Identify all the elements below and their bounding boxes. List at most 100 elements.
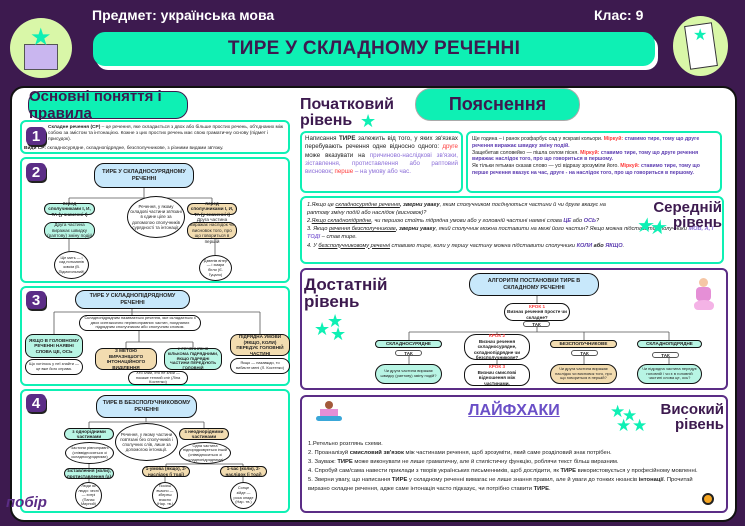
star-icon: ★	[616, 416, 632, 435]
section-number: 1	[26, 127, 46, 145]
coordinate-title: ТИРЕ У СКЛАДНОСУРЯДНОМУ РЕЧЕННІ	[94, 163, 194, 188]
complex-sentence-definition: Складне речення (СР) – це речення, яке с…	[48, 125, 288, 144]
t: ТИРЕ	[560, 467, 576, 474]
coordinate-left-example: Ще мить — і сад потьмянів зовсім (В. Під…	[54, 251, 89, 279]
t: 3. Зауваж:	[308, 458, 338, 465]
t: ?	[596, 218, 600, 225]
step-label: КРОК 2	[488, 333, 505, 339]
star-icon: ★	[314, 319, 331, 339]
t: .	[622, 242, 625, 249]
star-icon: ★	[632, 416, 648, 435]
subordinate-definition: Складнопідрядним називається речення, як…	[79, 315, 201, 331]
term: Складне речення (СР)	[48, 125, 101, 130]
t: Ще година – і ранок розфарбує сад у яскр…	[472, 136, 604, 142]
t: , який сполучник можна поставити на межі…	[435, 226, 689, 233]
t: Якщо складнопідрядне	[311, 218, 372, 225]
asyndetic-homogeneous-label: з однорідними частинами	[64, 428, 114, 440]
t: Як тільки гетьман сказав слово — усі від…	[472, 163, 621, 169]
t: Міркуй:	[580, 149, 600, 156]
tip-1: 1.Якщо це складносурядне речення, зверни…	[307, 201, 627, 217]
step-1: Визнач речення просте чи складне?	[507, 309, 568, 320]
t: або	[592, 242, 606, 249]
section-4: 4 ТИРЕ В БЕЗСПОЛУЧНИКОВОМУ РЕЧЕННІ з одн…	[20, 389, 290, 513]
example: Защебетав соловейко — пішла селом пісня.…	[472, 150, 716, 164]
asyndetic-example-3: Сонце зійде — роса опаде (Нар. тв.)	[230, 482, 257, 509]
t: ЯКЩО	[605, 242, 623, 249]
star-icon: ★	[610, 402, 626, 421]
step-3: Визнач смислові відношення між частинами…	[477, 369, 517, 386]
asyndetic-condition: 1-умова (якщо), 2-наслідок (і тоді)	[142, 466, 190, 477]
coordinate-right-example: Дзвенів вітер — і хмари бігли (Є. Гуцало…	[199, 255, 232, 281]
connector-lines	[88, 418, 244, 482]
complex-sentence-kinds: Види СР: складносурядне, складнопідрядне…	[24, 146, 288, 151]
star-icon: ★	[330, 324, 347, 344]
asyndetic-branch: БЕЗСПОЛУЧНИКОВЕ	[550, 340, 617, 348]
t: Написання	[305, 135, 339, 142]
asyndetic-example-1: Люди як люди: чесні — хитрі (Панас Мирни…	[75, 482, 102, 509]
coordinate-branch: СКЛАДНОСУРЯДНЕ	[375, 340, 442, 348]
yes-label: ТАК	[395, 350, 422, 356]
lifehacks-title: ЛАЙФХАКИ	[468, 402, 560, 419]
t: 4. У	[307, 242, 319, 249]
t: 4. Спробуй сам/сама навести приклади з т…	[308, 467, 561, 474]
subordinate-condition-example: Якщо — назавжди, то вибачте мені (Л. Кос…	[230, 358, 290, 374]
asyndetic-definition: Речення, у якому частини пов'язані без с…	[115, 423, 178, 461]
t: 2. Проаналізуй	[308, 449, 350, 456]
lifehack-4: 4. Спробуй сам/сама навести приклади з т…	[308, 467, 713, 476]
lifehack-3: 3. Зауваж: ТИРЕ може виконувати не лише …	[308, 458, 713, 467]
t: . Прочитай виразно складне речення, адже…	[308, 476, 693, 492]
sufficient-level-label: Достатній рівень	[304, 275, 388, 311]
coordinate-left-desc: Друга частина виражає швидку (раптову) з…	[44, 222, 95, 239]
lifehack-1: 1.Ретельно розглянь схеми.	[308, 441, 383, 447]
magnifier-icon	[702, 493, 714, 505]
coordinate-question: Чи друга частина виражає швидку (раптову…	[375, 364, 442, 384]
t: ставимо тире, коли у першу частину можна…	[389, 242, 577, 249]
asyndetic-heterogeneous-desc: Одна частина підпорядковується іншій (сп…	[179, 442, 231, 464]
page-title: ТИРЕ У СКЛАДНОМУ РЕЧЕННІ	[93, 32, 655, 66]
t: складносурядне речення	[335, 202, 400, 208]
t: , чи першою стоїть підрядна умови або у …	[371, 218, 564, 225]
clipboard-illustration: ★	[673, 16, 728, 76]
sufficient-level-box: Достатній рівень ★ ★ ★ АЛГОРИТМ ПОСТАНОВ…	[300, 268, 728, 390]
t: залежить від того, у яких зв'язках переб…	[305, 135, 458, 151]
subordinate-rule-multiple: У РЕЧЕННЯХ ІЗ КІЛЬКОМА ПІДРЯДНИМИ, ЯКЩО …	[164, 346, 222, 370]
t: 3. Якщо	[307, 226, 330, 233]
t: може виконувати не лише граматичну, але …	[352, 458, 619, 465]
section-number: 4	[26, 394, 46, 412]
tip-4: 4. У безсполучниковому реченні ставимо т…	[307, 242, 717, 250]
explanation-pill: Пояснення	[415, 88, 580, 121]
t: 1.Якщо це	[307, 202, 336, 208]
t: ЦЕ	[563, 218, 572, 225]
asyndetic-example-2: Посієш вчасно — збереш вчасно (Нар. тв.)	[152, 482, 178, 509]
section-number: 2	[26, 163, 46, 181]
t: ставимо тире, тому що друге речення вира…	[472, 136, 700, 149]
basic-rule-box: Написання ТИРЕ залежить від того, у яких…	[300, 131, 463, 193]
star-icon: ★	[635, 215, 653, 237]
section-number: 3	[26, 291, 46, 309]
t: ТИРЕ	[391, 476, 408, 483]
t: використовується у професійному мовленні…	[575, 467, 698, 474]
asyndetic-time: 1-час (коли), 2-наслідок (і тоді)	[220, 466, 267, 477]
t: речення безсполучникове	[329, 226, 396, 233]
step-label: КРОК 3	[488, 364, 505, 369]
t: безсполучниковому реченні	[318, 242, 390, 249]
tip-2: 2.Якщо складнопідрядне, чи першою стоїть…	[307, 217, 627, 225]
grade-label: Клас: 9	[594, 7, 644, 23]
middle-level-box: 1.Якщо це складносурядне речення , зверни…	[300, 196, 724, 264]
t: смисловий зв'язок	[349, 449, 404, 456]
t: , яким сполучником поєднуються частини й…	[307, 202, 606, 217]
t: ставимо тире, тому що друге речення вира…	[472, 149, 699, 163]
t: – став тире.	[320, 234, 357, 241]
star-icon: ★	[360, 111, 377, 131]
star-icon: ★	[648, 217, 666, 239]
t: , зверни увагу	[395, 226, 436, 233]
t: КОЛИ	[576, 242, 593, 249]
star-icon: ★	[622, 406, 638, 425]
subordinate-title: ТИРЕ У СКЛАДНОПІДРЯДНОМУ РЕЧЕННІ	[75, 290, 190, 309]
t: – на умову або час.	[353, 168, 411, 176]
asyndetic-question: Чи друга частина виражає наслідок чи вис…	[550, 364, 617, 384]
t: .	[549, 485, 551, 492]
yes-label: ТАК	[523, 321, 550, 327]
high-level-label: Високий рівень	[660, 401, 724, 433]
t: або	[571, 218, 584, 225]
